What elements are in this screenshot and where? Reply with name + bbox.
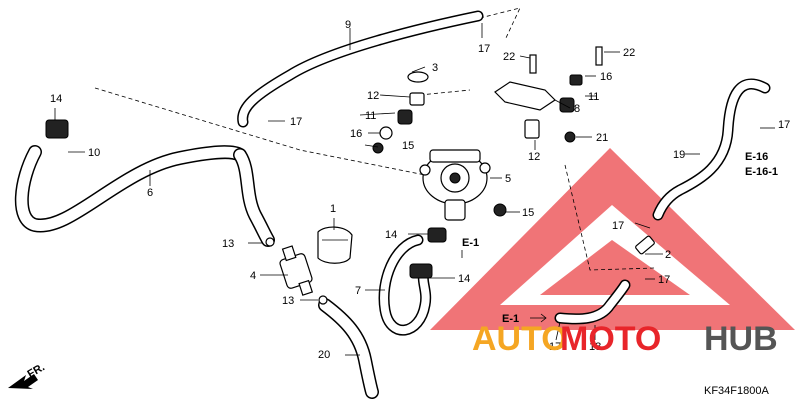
callout-12a: 12 [367, 90, 379, 102]
callout-15a: 15 [402, 140, 414, 152]
callout-12b: 12 [528, 151, 540, 163]
callout-14b: 14 [385, 229, 397, 241]
hose-6 [14, 145, 275, 247]
diagram-code: KF34F1800A [704, 385, 769, 397]
callout-13b: 13 [282, 295, 294, 307]
hose-20 [318, 298, 379, 399]
dash-line-right [564, 164, 656, 271]
callout-21: 21 [596, 132, 608, 144]
callout-14c: 14 [458, 273, 470, 285]
arrow-e1-lower [530, 313, 547, 323]
callout-4: 4 [250, 270, 256, 282]
callout-11a: 11 [365, 110, 376, 122]
callout-labels: 1 2 3 4 5 6 7 8 9 10 11 11 12 12 13 13 1… [50, 19, 790, 361]
front-marker-label: FR. [26, 361, 47, 380]
watermark-moto: MOTO [560, 320, 661, 358]
dash-line-left [94, 87, 426, 176]
callout-2: 2 [665, 249, 671, 261]
front-marker: FR. [8, 361, 47, 389]
watermark-hub: HUB [704, 320, 778, 358]
hose-18 [554, 279, 631, 325]
fuel-filter [279, 245, 314, 296]
watermark-triangle-core [540, 240, 690, 295]
cross-references: E-1 E-1 E-16 E-16-1 [462, 151, 778, 325]
hose-19 [652, 78, 771, 221]
ref-e1-upper: E-1 [462, 237, 479, 249]
dash-line-top [479, 7, 521, 41]
callout-15b: 15 [522, 207, 534, 219]
callout-16a: 16 [350, 128, 362, 140]
front-arrow-icon [8, 374, 38, 389]
callout-17a: 17 [478, 43, 490, 55]
callout-8: 8 [574, 103, 580, 115]
watermark-logo [430, 148, 795, 330]
ref-e1-lower: E-1 [502, 313, 519, 325]
callout-6: 6 [147, 187, 153, 199]
callout-7: 7 [355, 285, 361, 297]
callout-9: 9 [345, 19, 351, 31]
callout-17e: 17 [658, 274, 670, 286]
hose-7 [378, 234, 432, 336]
callout-1: 1 [330, 203, 336, 215]
callout-22a: 22 [503, 51, 515, 63]
ref-e16: E-16 [745, 151, 768, 163]
callout-14a: 14 [50, 93, 62, 105]
callout-17c: 17 [778, 119, 790, 131]
callout-16b: 16 [600, 71, 612, 83]
bracket-8 [494, 81, 556, 111]
callout-19: 19 [673, 149, 685, 161]
small-parts [45, 46, 655, 305]
callout-10: 10 [88, 147, 100, 159]
callout-22b: 22 [623, 47, 635, 59]
ref-e16-1: E-16-1 [745, 166, 778, 178]
callout-20: 20 [318, 349, 330, 361]
watermark-auto: AUTO [472, 320, 568, 358]
callout-17d: 17 [612, 220, 624, 232]
leader-lines [54, 23, 775, 356]
dash-line-mid [419, 89, 471, 96]
hose-9 [237, 10, 484, 128]
callout-5: 5 [505, 173, 511, 185]
callout-18: 18 [589, 341, 601, 353]
callout-11b: 11 [588, 91, 599, 103]
callout-3: 3 [432, 62, 438, 74]
watermark-text: AUTO MOTO HUB [472, 320, 778, 358]
fuel-pump [419, 149, 491, 221]
callout-13a: 13 [222, 238, 234, 250]
callout-17f: 17 [549, 341, 561, 353]
filter-holder [317, 226, 353, 264]
callout-17b: 17 [290, 116, 302, 128]
